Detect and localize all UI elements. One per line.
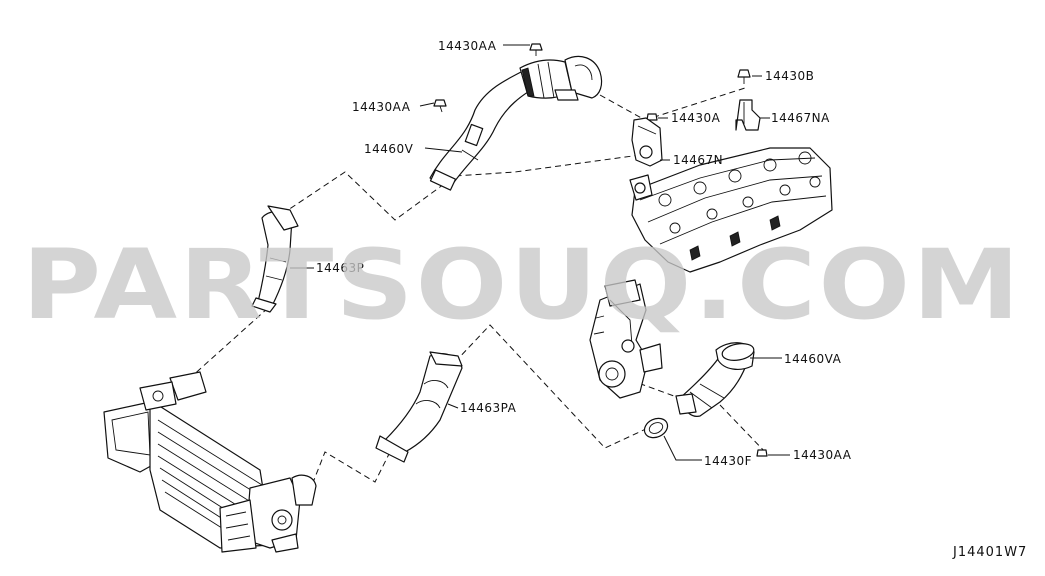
dashed-connection-lines [189, 87, 769, 501]
bolt-14430A [646, 113, 658, 121]
bolt-14430AA-left [433, 99, 447, 113]
watermark-text: PARTSOUQ.COM [22, 229, 1022, 341]
label-14467NA: 14467NA [771, 111, 830, 125]
dash-line-lower-middle [454, 324, 649, 449]
leader-lines [290, 44, 790, 461]
bolt-14430B [737, 69, 751, 84]
dash-line-left-cooler [189, 307, 269, 379]
label-14467N: 14467N [673, 153, 723, 167]
label-14430B: 14430B [765, 69, 814, 83]
label-14430F: 14430F [704, 454, 752, 468]
dash-line-upper-z [281, 154, 641, 221]
dash-line-lower-right [304, 451, 391, 501]
dash-line-clip-right [719, 404, 769, 456]
bracket-14467N [631, 117, 663, 167]
label-14430AA-top: 14430AA [438, 39, 497, 53]
clamp-14430F [643, 417, 669, 439]
part-labels: 14430AA 14430AA 14460V 14430B 14467NA 14… [316, 39, 852, 468]
charge-air-cooler [103, 371, 317, 553]
bolt-14430AA-right [756, 449, 768, 457]
duct-14460VA [675, 342, 755, 417]
label-14463P: 14463P [316, 261, 364, 275]
diagram-code: J14401W7 [952, 545, 1027, 560]
label-14460V: 14460V [364, 142, 414, 156]
intake-duct-upper [429, 55, 603, 191]
cylinder-head [629, 147, 833, 273]
label-14463PA: 14463PA [460, 401, 517, 415]
throttle-egr-assembly [589, 279, 663, 399]
hose-14463P [251, 205, 299, 313]
bracket-14467NA [735, 99, 761, 131]
label-14430AA-right: 14430AA [793, 448, 852, 462]
bolt-14430AA-top [529, 43, 543, 56]
label-14460VA: 14460VA [784, 352, 842, 366]
hose-14463PA [375, 351, 463, 463]
label-14430AA-left: 14430AA [352, 100, 411, 114]
label-14430A: 14430A [671, 111, 721, 125]
